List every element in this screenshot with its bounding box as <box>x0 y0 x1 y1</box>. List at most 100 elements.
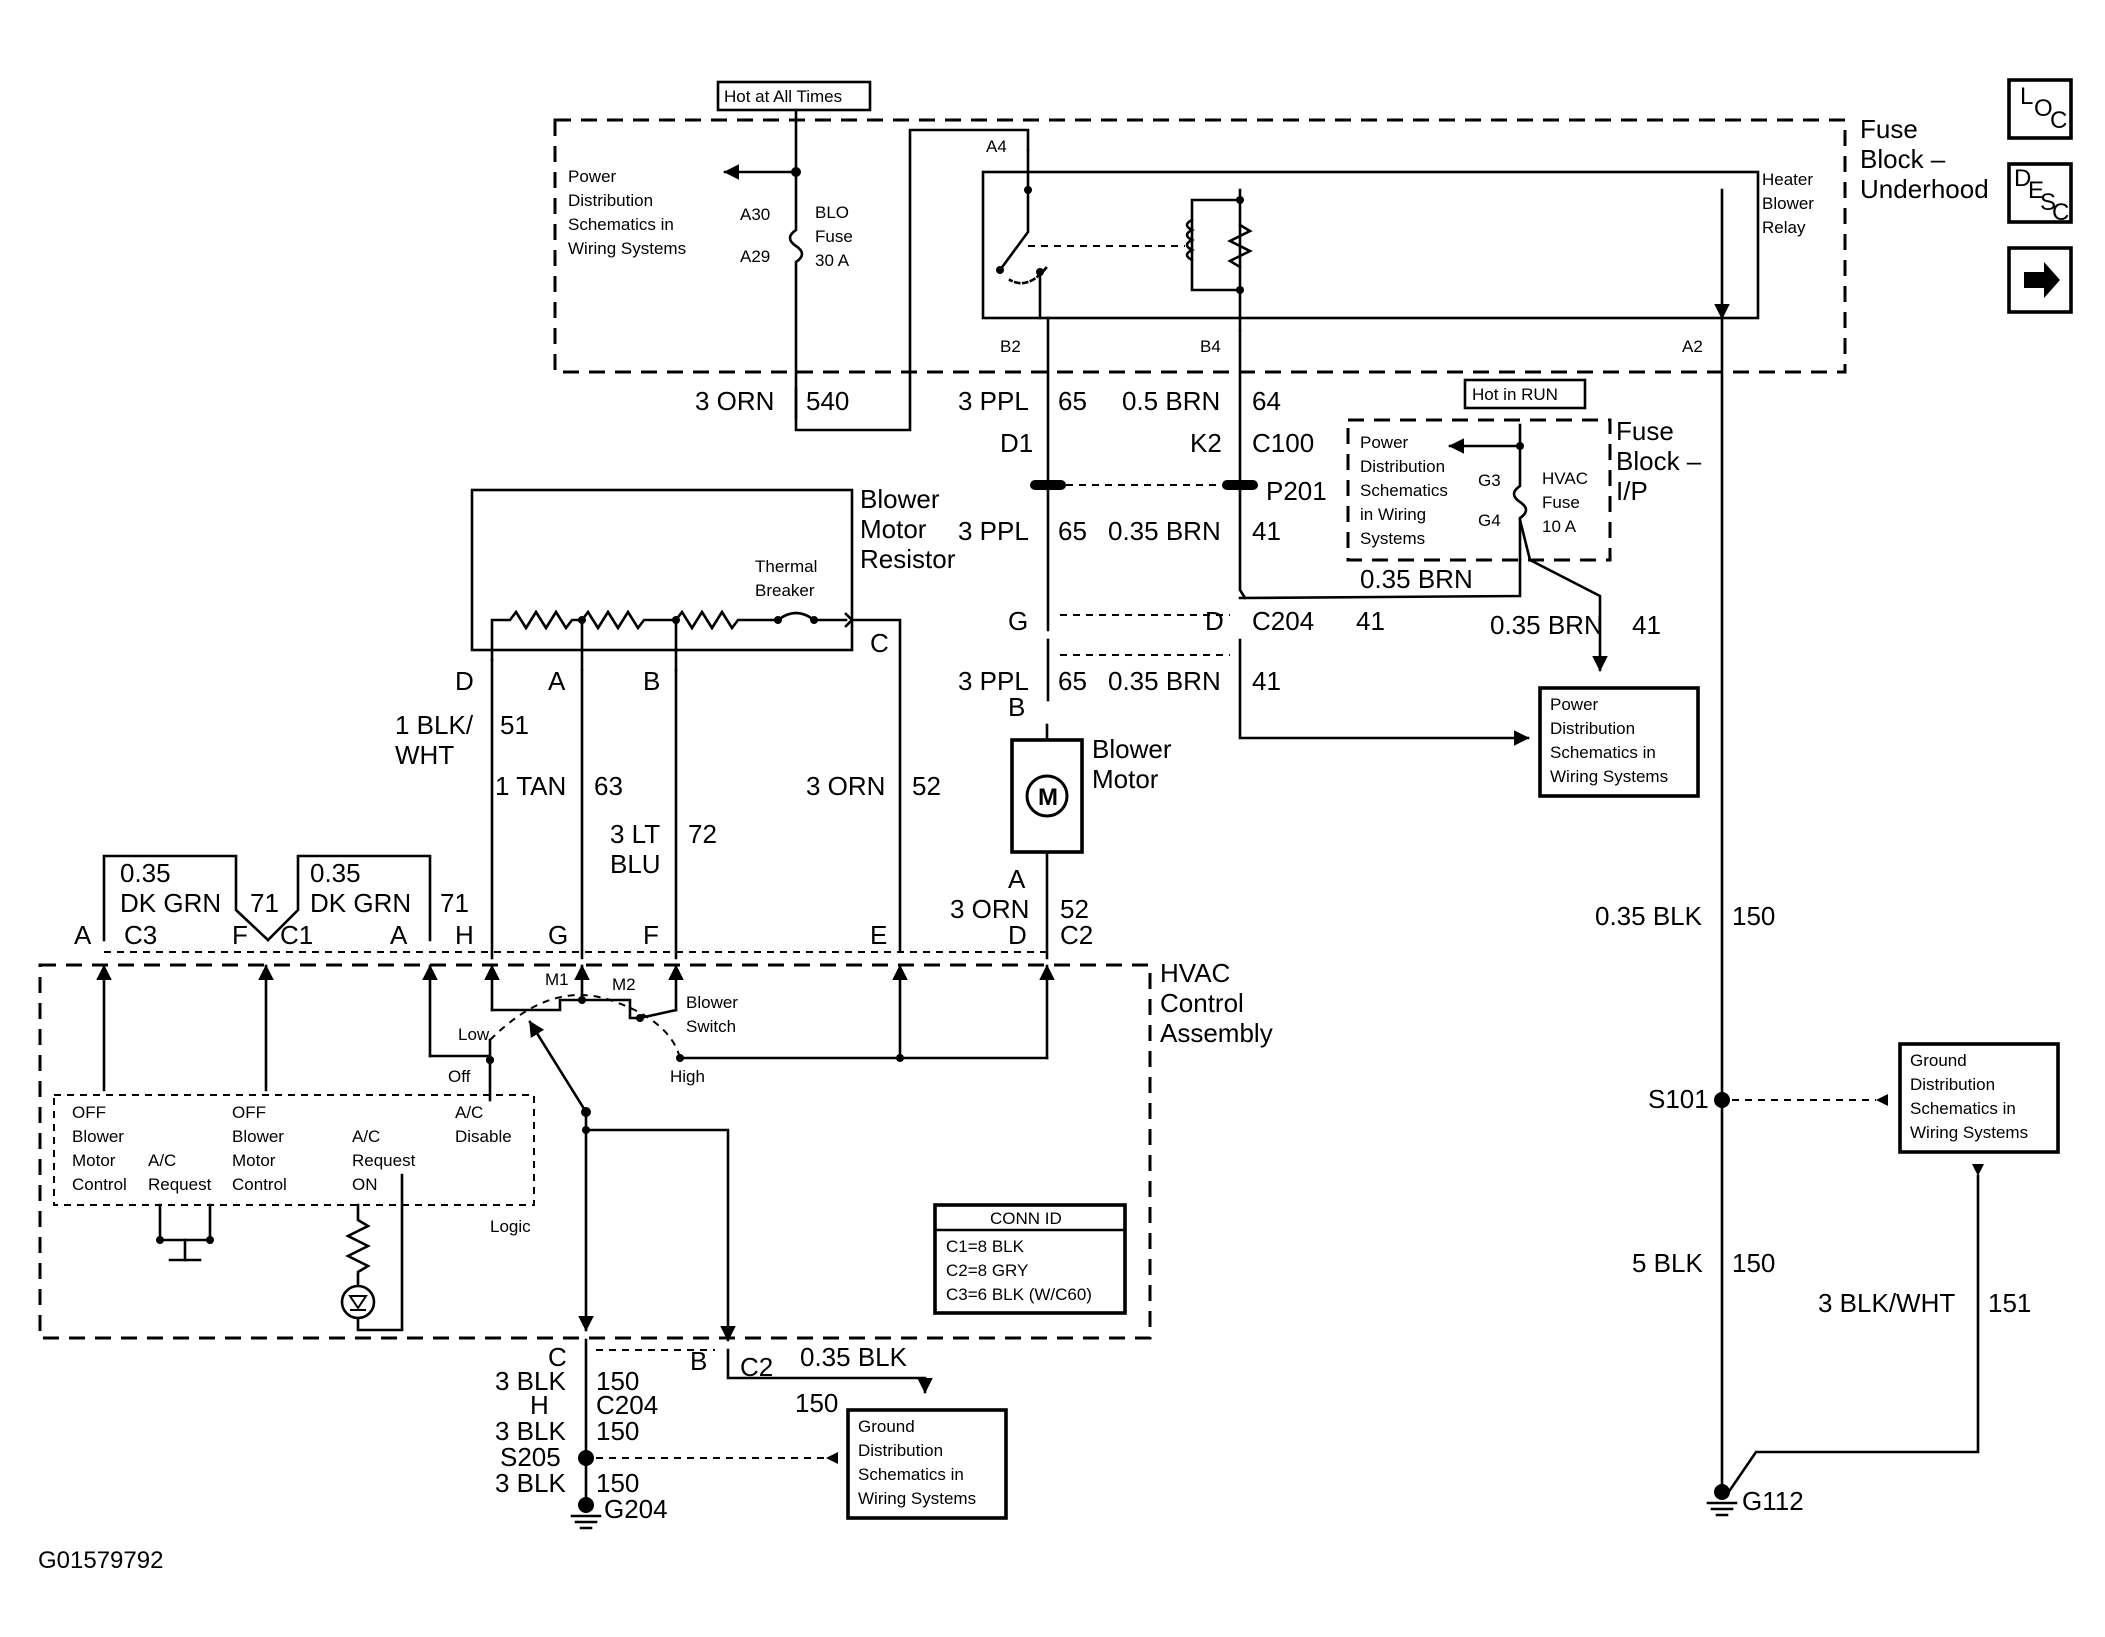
pin-a4-label: A4 <box>986 137 1007 156</box>
m2-label: M2 <box>612 975 636 994</box>
power-distribution-box[interactable]: Power Distribution Schematics in Wiring … <box>1538 686 1700 798</box>
pin-g3-label: G3 <box>1478 471 1501 490</box>
connector-pin: K2 <box>1190 428 1222 458</box>
splice-label: S205 <box>500 1442 561 1472</box>
wire-label: 0.35 BLK <box>800 1342 908 1372</box>
connector-label: C204 <box>1252 606 1314 636</box>
splice-s205 <box>578 1450 594 1466</box>
hvac-control-assembly: HVAC Control Assembly M1 M2 Blower Switc… <box>38 958 1273 1342</box>
wire-label: 3 BLK <box>495 1366 566 1396</box>
wire-number: 64 <box>1252 386 1281 416</box>
logic-label: Blower <box>232 1127 284 1146</box>
wire-label: 3 LT <box>610 819 660 849</box>
location-icon[interactable]: L O C <box>2007 78 2073 140</box>
blower-motor-resistor-label: Motor <box>860 514 927 544</box>
hvac-connector-row: 0.35 DK GRN 71 0.35 DK GRN 71 A C3 F C1 … <box>74 854 1050 953</box>
power-distribution-ref-line: in Wiring <box>1360 505 1426 524</box>
blower-switch-wiper <box>528 1020 588 1114</box>
wire-label: 3 ORN <box>950 894 1029 924</box>
heater-blower-relay-label: Heater <box>1762 170 1813 189</box>
logic-label: OFF <box>72 1103 106 1122</box>
wire-number: 52 <box>1060 894 1089 924</box>
ground-distribution-ref-right[interactable]: Ground Distribution Schematics in Wiring… <box>1898 1042 2060 1154</box>
ground-g112-icon <box>1714 1484 1730 1500</box>
wire-label: 3 PPL <box>958 516 1029 546</box>
conn-id-row: C1=8 BLK <box>946 1237 1025 1256</box>
dk-grn-71-left-wire <box>102 854 270 942</box>
power-distribution-ref-line: Schematics <box>1360 481 1448 500</box>
connector-pin: D <box>1008 920 1027 950</box>
connector-label: C2 <box>1060 920 1093 950</box>
wire-number: 150 <box>596 1416 639 1446</box>
logic-label: Request <box>148 1175 212 1194</box>
pin-a29-label: A29 <box>740 247 770 266</box>
fuse-block-underhood-label: Block – <box>1860 144 1946 174</box>
wire-label: 5 BLK <box>1632 1248 1703 1278</box>
heater-blower-relay-label: Relay <box>1762 218 1806 237</box>
wire-label: 0.35 BLK <box>1595 901 1703 931</box>
blower-motor: M Blower Motor A 3 ORN 52 D C2 <box>950 723 1172 960</box>
connector-label: C2 <box>740 1352 773 1382</box>
wire-number: 150 <box>596 1468 639 1498</box>
power-distribution-box-line: Power <box>1550 695 1599 714</box>
blo-fuse-label: BLO <box>815 203 849 222</box>
wire-number: 540 <box>806 386 849 416</box>
off-position-label: Off <box>448 1067 471 1086</box>
logic-label: A/C <box>352 1127 380 1146</box>
connector-pin: A <box>390 920 408 950</box>
conn-id-table: CONN ID C1=8 BLK C2=8 GRY C3=6 BLK (W/C6… <box>933 1203 1127 1315</box>
logic-label: Disable <box>455 1127 512 1146</box>
ground-distribution-line: Distribution <box>1910 1075 1995 1094</box>
nav-icons: L O C D E S C <box>2007 78 2073 314</box>
thermal-breaker-label: Breaker <box>755 581 815 600</box>
hvac-fuse-label: HVAC <box>1542 469 1588 488</box>
ground-label: G204 <box>604 1494 668 1524</box>
blk-wht-151-wire <box>1728 1174 1980 1492</box>
connector-pin: D <box>455 666 474 696</box>
power-distribution-ref-line: Wiring Systems <box>568 239 686 258</box>
blower-motor-label: Blower <box>1092 734 1172 764</box>
wire-label: 0.35 BRN <box>1108 666 1221 696</box>
wire-number: 65 <box>1058 386 1087 416</box>
power-distribution-box-line: Wiring Systems <box>1550 767 1668 786</box>
connector-label: C204 <box>596 1390 658 1420</box>
ground-right: 0.35 BLK 150 S101 5 BLK 150 Ground Distr… <box>1595 901 2060 1517</box>
description-icon-glyph: S <box>2040 189 2056 216</box>
conn-id-row: C3=6 BLK (W/C60) <box>946 1285 1092 1304</box>
fuse-block-underhood-label: Underhood <box>1860 174 1989 204</box>
power-distribution-ref[interactable]: Power <box>1360 433 1409 452</box>
connector-pin: C <box>548 1342 567 1372</box>
fuse-block-underhood: Fuse Block – Underhood Hot at All Times … <box>553 80 1989 432</box>
power-distribution-ref-line: Distribution <box>568 191 653 210</box>
motor-icon <box>1025 774 1069 818</box>
wire-number: 41 <box>1252 516 1281 546</box>
resistor-chain-icon <box>490 609 848 662</box>
blower-motor-label: Motor <box>1092 764 1159 794</box>
connector-pin: B <box>643 666 660 696</box>
ground-distribution-line: Wiring Systems <box>1910 1123 2028 1142</box>
hot-in-run-label: Hot in RUN <box>1472 385 1558 404</box>
description-icon[interactable]: D E S C <box>2007 162 2073 226</box>
wire-label: 0.35 BRN <box>1360 564 1473 594</box>
connector-pin: A <box>1008 864 1026 894</box>
logic-label: Control <box>72 1175 127 1194</box>
ground-distribution-ref-left[interactable]: Ground Distribution Schematics in Wiring… <box>846 1408 1008 1520</box>
power-distribution-ref-line: Schematics in <box>568 215 674 234</box>
next-arrow-icon[interactable] <box>2007 246 2073 314</box>
blo-fuse-label: 30 A <box>815 251 850 270</box>
blower-motor-resistor-label: Resistor <box>860 544 956 574</box>
wire-number: 65 <box>1058 666 1087 696</box>
connector-pin: D1 <box>1000 428 1033 458</box>
relay-coil-icon <box>1185 218 1195 262</box>
motor-symbol: M <box>1038 784 1058 811</box>
blower-motor-resistor: Blower Motor Resistor Thermal Breaker D … <box>455 484 956 952</box>
low-position-label: Low <box>458 1025 490 1044</box>
ground-left: C 3 BLK 150 H C204 3 BLK 150 S205 3 BLK … <box>495 1338 1008 1530</box>
dk-grn-71-mid-wire <box>266 854 432 942</box>
wire-label: 0.35 <box>120 858 171 888</box>
power-distribution-ref[interactable]: Power <box>568 167 617 186</box>
wire-label: 0.5 BRN <box>1122 386 1220 416</box>
logic-label: Motor <box>72 1151 116 1170</box>
splice-label: S101 <box>1648 1084 1709 1114</box>
conn-id-row: C2=8 GRY <box>946 1261 1028 1280</box>
